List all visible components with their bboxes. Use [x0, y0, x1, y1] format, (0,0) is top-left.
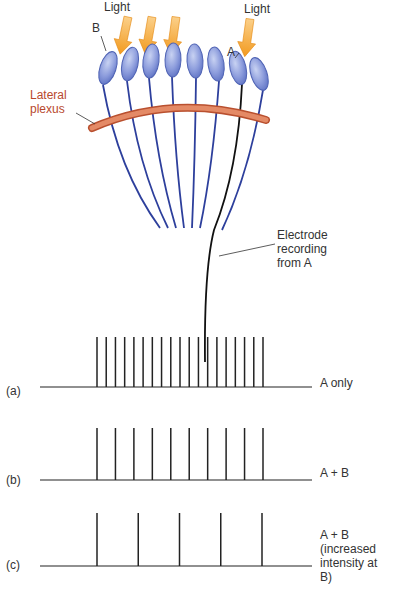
spike — [142, 337, 144, 387]
ommatidium — [246, 55, 272, 92]
spike — [96, 513, 98, 566]
spike — [207, 337, 209, 387]
spike — [261, 513, 263, 566]
spike — [170, 428, 172, 480]
baseline — [40, 386, 312, 387]
ommatidium-label: A — [227, 45, 235, 59]
spike — [96, 337, 98, 387]
spike — [133, 428, 135, 480]
lateral-plexus-band — [92, 108, 266, 128]
spike — [253, 337, 255, 387]
spike — [138, 513, 140, 566]
axon — [127, 81, 168, 228]
baseline — [40, 565, 312, 566]
spike — [161, 337, 163, 387]
light-label: Light — [244, 2, 270, 16]
spike — [105, 337, 107, 387]
trace-number: (c) — [6, 558, 20, 572]
spike — [152, 428, 154, 480]
spike — [179, 337, 181, 387]
light-arrow — [236, 18, 259, 58]
axon — [192, 78, 196, 228]
spike — [220, 513, 222, 566]
spike — [124, 337, 126, 387]
spike — [188, 428, 190, 480]
lateral-plexus-band — [92, 108, 266, 128]
trace-number: (b) — [6, 473, 21, 487]
trace-label: A + B (increased intensity at B) — [320, 528, 386, 584]
ommatidium — [164, 43, 181, 78]
spike — [225, 428, 227, 480]
baseline — [40, 479, 312, 480]
spike — [216, 337, 218, 387]
ommatidia — [95, 43, 272, 93]
light-label: Light — [104, 0, 130, 14]
spike — [225, 337, 227, 387]
electrode-label: Electrode recording from A — [277, 228, 339, 270]
spike-traces — [40, 337, 312, 566]
spike — [96, 428, 98, 480]
trace-label: A only — [320, 376, 353, 390]
spike — [198, 337, 200, 387]
spike — [152, 337, 154, 387]
leader-line — [76, 113, 95, 124]
spike — [179, 513, 181, 566]
leader-line — [219, 244, 275, 256]
spike — [115, 337, 117, 387]
spike — [115, 428, 117, 480]
ommatidium — [186, 44, 204, 79]
spike — [170, 337, 172, 387]
axon — [172, 77, 184, 228]
axon — [149, 78, 176, 228]
ommatidium — [95, 49, 121, 86]
spike — [188, 337, 190, 387]
spike — [207, 428, 209, 480]
part-label: Lateral plexus — [30, 88, 80, 116]
ommatidium-label: B — [92, 21, 100, 35]
trace-number: (a) — [6, 384, 21, 398]
spike — [262, 428, 264, 480]
axon — [200, 81, 219, 228]
leader-line — [101, 36, 106, 51]
leader-lines — [76, 36, 275, 256]
ommatidium — [141, 43, 161, 79]
ommatidium — [206, 46, 227, 82]
leader-line — [235, 53, 239, 58]
ommatidium — [119, 46, 142, 83]
spike — [133, 337, 135, 387]
spike — [244, 337, 246, 387]
trace-label: A + B — [320, 466, 349, 480]
spike — [262, 337, 264, 387]
spike — [244, 428, 246, 480]
axons — [103, 77, 263, 230]
spike — [235, 337, 237, 387]
recorded-axon — [205, 84, 242, 362]
